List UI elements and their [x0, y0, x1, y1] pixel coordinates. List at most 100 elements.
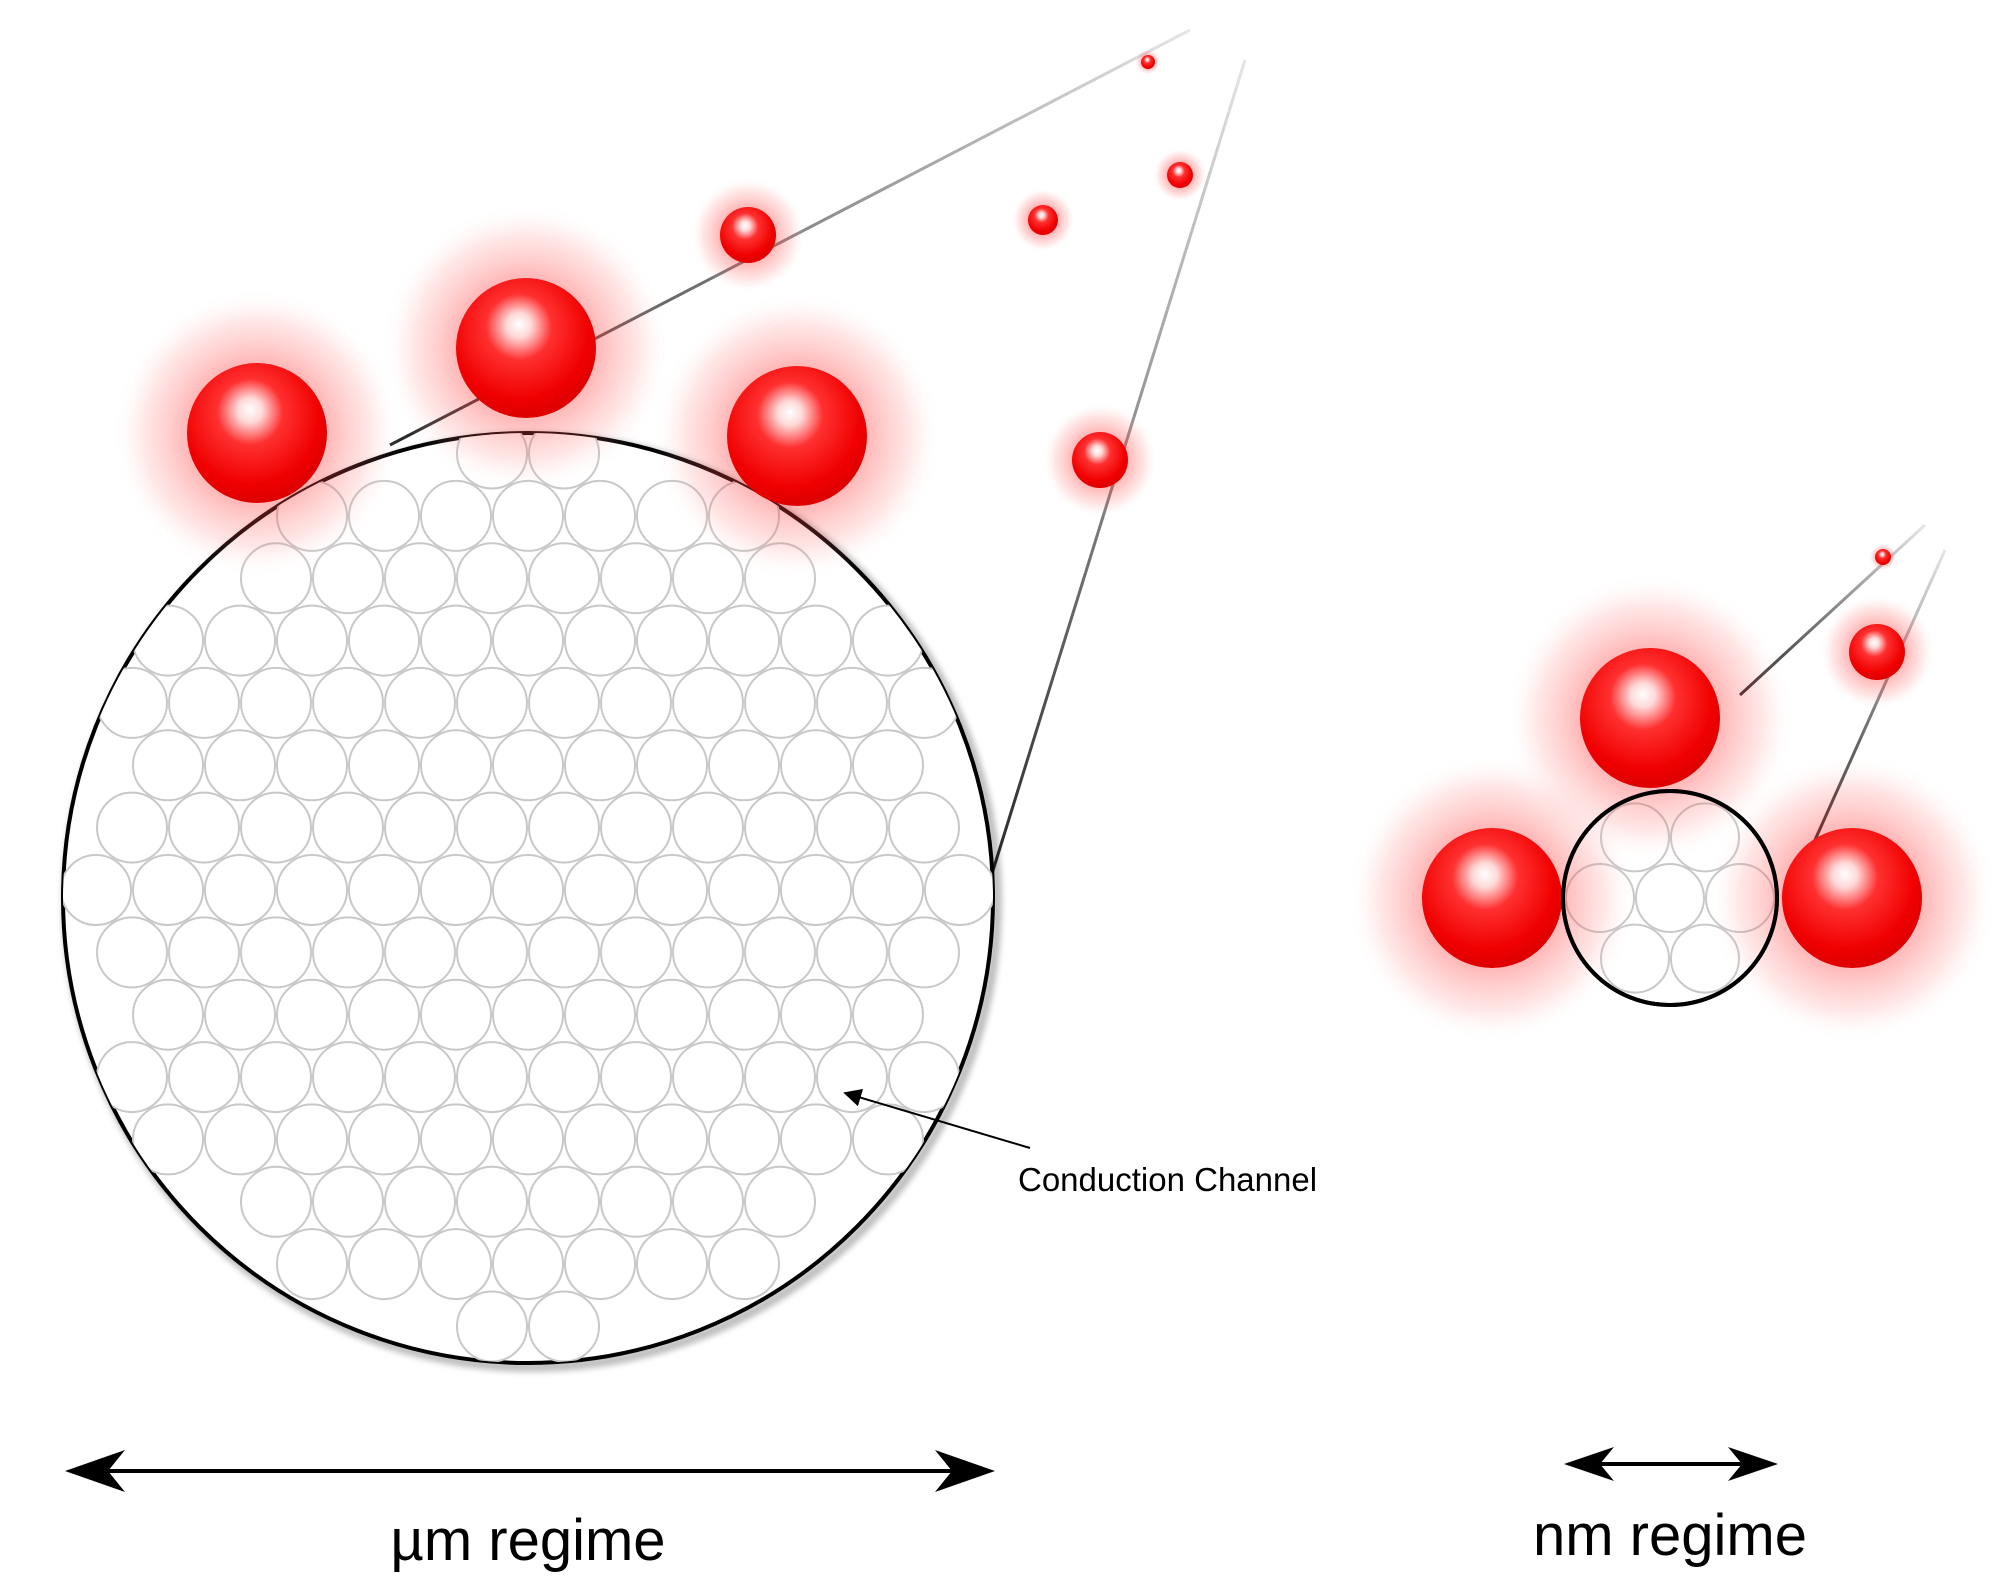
conduction-channel — [600, 1041, 672, 1114]
conduction-channel — [636, 978, 708, 1051]
conduction-channel — [312, 916, 384, 989]
charged-particle — [1042, 402, 1158, 518]
conduction-channel — [240, 791, 312, 864]
conduction-channel — [564, 854, 636, 926]
conduction-channel — [312, 666, 384, 739]
conduction-channel — [420, 978, 492, 1051]
conduction-channel — [1635, 863, 1705, 933]
conduction-channel — [708, 1228, 780, 1301]
conduction-channel — [348, 1103, 420, 1176]
conduction-channel — [456, 1041, 528, 1114]
micro-particles — [112, 49, 1207, 581]
conduction-channel — [744, 791, 816, 864]
conduction-channel — [348, 854, 420, 926]
conduction-channel — [852, 1103, 924, 1176]
conduction-channel — [348, 978, 420, 1051]
micro-scale-arrow — [65, 1450, 995, 1492]
charged-particle — [112, 288, 402, 578]
conduction-channel — [528, 791, 600, 864]
conduction-channel — [240, 1165, 312, 1238]
conduction-channel — [708, 1103, 780, 1176]
conduction-channel — [456, 666, 528, 739]
conduction-channel — [420, 604, 492, 677]
conduction-channel — [384, 791, 456, 864]
conduction-channel — [168, 666, 240, 739]
conduction-channel — [312, 1041, 384, 1114]
conduction-channel — [204, 729, 276, 802]
charged-particle — [652, 291, 942, 581]
conduction-channel — [204, 604, 276, 677]
conduction-channel — [816, 791, 888, 864]
annotation-arrow — [843, 1088, 1031, 1149]
conduction-channel — [492, 729, 564, 802]
conduction-channel — [492, 978, 564, 1051]
conduction-channel — [240, 1041, 312, 1114]
conduction-channel — [744, 916, 816, 989]
conduction-channel — [348, 1228, 420, 1301]
conduction-channel — [636, 1103, 708, 1176]
conduction-channel — [204, 978, 276, 1051]
conduction-channel — [528, 1041, 600, 1114]
conduction-channel — [168, 916, 240, 989]
conduction-channel — [564, 1103, 636, 1176]
conduction-channel — [636, 729, 708, 802]
conduction-channel — [348, 729, 420, 802]
conduction-channel — [276, 1228, 348, 1301]
conduction-channel — [600, 666, 672, 739]
conduction-channel — [708, 854, 780, 926]
conduction-channel — [384, 1041, 456, 1114]
conduction-channel — [276, 1103, 348, 1176]
nano-particles — [1347, 543, 1997, 1043]
charged-particle — [1153, 148, 1207, 202]
conduction-channel — [564, 729, 636, 802]
conduction-channel — [672, 1165, 744, 1238]
conduction-channel — [456, 916, 528, 989]
nanowire-outline — [1561, 789, 1779, 1007]
conduction-channel-label: Conduction Channel — [1018, 1161, 1317, 1198]
conduction-channel — [420, 479, 492, 552]
conduction-channel — [240, 666, 312, 739]
conduction-channel — [132, 604, 204, 677]
conduction-channel — [852, 729, 924, 802]
conduction-channel — [132, 729, 204, 802]
conduction-channel — [420, 1103, 492, 1176]
conduction-channel — [780, 978, 852, 1051]
conduction-channel — [240, 916, 312, 989]
conduction-channel — [96, 916, 168, 989]
conduction-channel — [852, 854, 924, 926]
conduction-channel — [744, 1041, 816, 1114]
conduction-channel — [492, 1103, 564, 1176]
conduction-channel — [492, 1228, 564, 1301]
conduction-channel — [888, 666, 960, 739]
conduction-channel — [816, 916, 888, 989]
nano-scale-arrow — [1564, 1447, 1778, 1481]
micro-regime-label: µm regime — [390, 1508, 665, 1573]
conduction-channel — [708, 604, 780, 677]
conduction-channel — [744, 666, 816, 739]
charged-particle — [1135, 49, 1161, 75]
conduction-channel — [852, 604, 924, 677]
conduction-channel — [672, 666, 744, 739]
charged-particle — [1707, 753, 1997, 1043]
conduction-channel — [636, 604, 708, 677]
conduction-channel — [384, 542, 456, 615]
conduction-channel — [132, 854, 204, 926]
conduction-channel — [96, 666, 168, 739]
conduction-channel — [528, 1165, 600, 1238]
conduction-channel — [96, 791, 168, 864]
conduction-channel — [672, 916, 744, 989]
charged-particle — [690, 177, 806, 293]
conduction-channel — [888, 791, 960, 864]
conduction-channel — [672, 1041, 744, 1114]
conduction-channel — [528, 916, 600, 989]
conduction-channel — [852, 978, 924, 1051]
nano-regime-group: nm regime — [1347, 523, 1997, 1568]
conduction-channel — [204, 854, 276, 926]
conduction-channel — [132, 978, 204, 1051]
charged-particle — [1347, 753, 1637, 1043]
conduction-channel — [384, 666, 456, 739]
conduction-channel — [492, 604, 564, 677]
micro-regime-group: Conduction Channel µm regime — [61, 28, 1317, 1573]
charged-particle — [1011, 188, 1075, 252]
